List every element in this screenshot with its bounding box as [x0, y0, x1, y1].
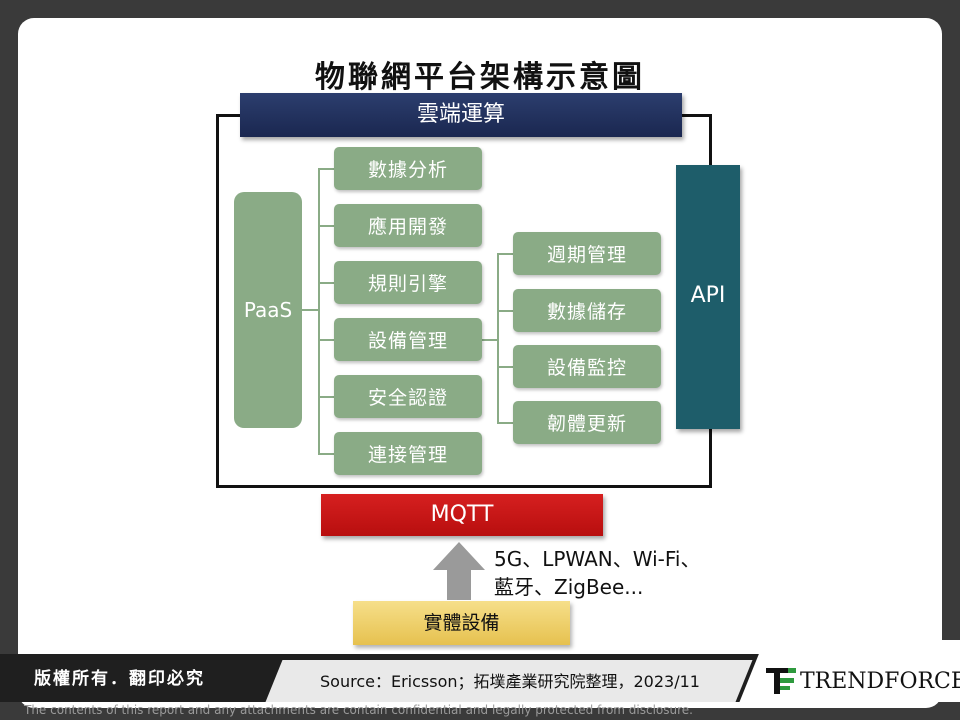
sub-item-firmware-update: 韌體更新 — [513, 401, 661, 444]
branch-4 — [318, 339, 334, 341]
sub-item-device-monitoring: 設備監控 — [513, 345, 661, 388]
branch-3 — [318, 282, 334, 284]
sub-branch-4 — [497, 422, 513, 424]
disclaimer-text: The contents of this report and any atta… — [24, 703, 693, 717]
paas-item-device-management: 設備管理 — [334, 318, 482, 361]
paas-item-data-analysis: 數據分析 — [334, 147, 482, 190]
branch-6 — [318, 453, 334, 455]
paas-connector — [302, 309, 318, 311]
physical-device-box: 實體設備 — [353, 601, 570, 645]
mqtt-box: MQTT — [321, 494, 603, 536]
network-protocols-line-2: 藍牙、ZigBee... — [494, 575, 644, 599]
branch-2 — [318, 225, 334, 227]
branch-1 — [318, 168, 334, 170]
sub-branch-2 — [497, 310, 513, 312]
diagram-title: 物聯網平台架構示意圖 — [315, 60, 645, 95]
sub-branch-3 — [497, 366, 513, 368]
paas-item-app-development: 應用開發 — [334, 204, 482, 247]
paas-tree-spine — [318, 168, 320, 453]
paas-box: PaaS — [234, 192, 302, 428]
device-mgmt-spine — [497, 253, 499, 423]
paas-item-connection-management: 連接管理 — [334, 432, 482, 475]
trendforce-logo: TRENDFORCE — [766, 666, 960, 696]
device-mgmt-connector — [482, 339, 498, 341]
copyright-text: 版權所有．翻印必究 — [34, 669, 205, 689]
api-box: API — [676, 165, 740, 429]
up-arrow-icon — [433, 542, 485, 600]
trendforce-mark-icon — [766, 668, 796, 694]
sub-item-data-storage: 數據儲存 — [513, 289, 661, 332]
logo-text: TRENDFORCE — [800, 668, 960, 694]
sub-item-lifecycle-management: 週期管理 — [513, 232, 661, 275]
cloud-computing-box: 雲端運算 — [240, 93, 682, 137]
network-protocols: 5G、LPWAN、Wi-Fi、 藍牙、ZigBee... — [494, 545, 754, 601]
paas-item-security-auth: 安全認證 — [334, 375, 482, 418]
source-text: Source：Ericsson；拓墣產業研究院整理，2023/11 — [320, 672, 700, 691]
branch-5 — [318, 396, 334, 398]
paas-item-rules-engine: 規則引擎 — [334, 261, 482, 304]
network-protocols-line-1: 5G、LPWAN、Wi-Fi、 — [494, 547, 701, 571]
sub-branch-1 — [497, 253, 513, 255]
